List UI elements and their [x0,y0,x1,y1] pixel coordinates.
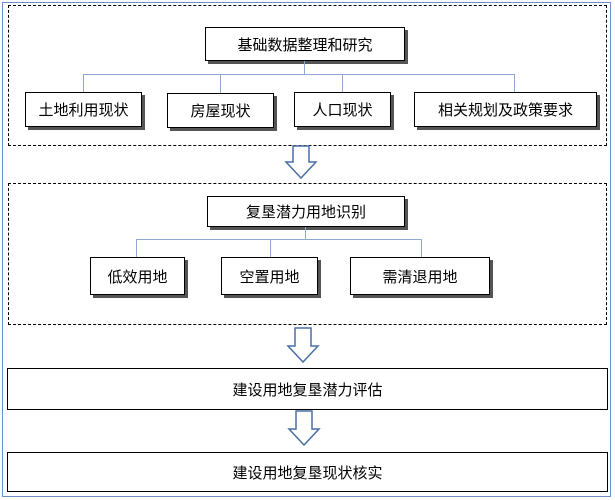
connector-trunk-2 [305,227,306,239]
connector-drop-1d [514,74,515,92]
item-population: 人口现状 [294,92,391,127]
down-arrow-icon [286,327,320,364]
connector-bar-2 [136,239,422,240]
item-housing: 房屋现状 [167,93,274,128]
down-arrow-icon [287,410,321,447]
down-arrow-icon [284,145,318,180]
connector-drop-2b [270,239,271,257]
connector-drop-1b [220,74,221,93]
connector-drop-2a [136,239,137,257]
item-inefficient-land: 低效用地 [90,257,185,295]
step-status-verification: 建设用地复垦现状核实 [7,452,608,492]
connector-drop-1a [83,74,84,92]
connector-bar-1 [83,74,515,75]
title-data-research: 基础数据整理和研究 [205,27,405,61]
connector-drop-1c [342,74,343,92]
item-planning-policy: 相关规划及政策要求 [414,92,597,127]
connector-drop-2c [421,239,422,257]
item-vacant-land: 空置用地 [221,257,318,295]
item-land-to-clear: 需清退用地 [350,257,490,295]
section-potential-identification [8,183,607,325]
connector-trunk-1 [304,61,305,74]
item-land-use: 土地利用现状 [25,92,142,127]
title-potential-identification: 复垦潜力用地识别 [207,196,405,227]
step-potential-evaluation: 建设用地复垦潜力评估 [7,368,608,410]
